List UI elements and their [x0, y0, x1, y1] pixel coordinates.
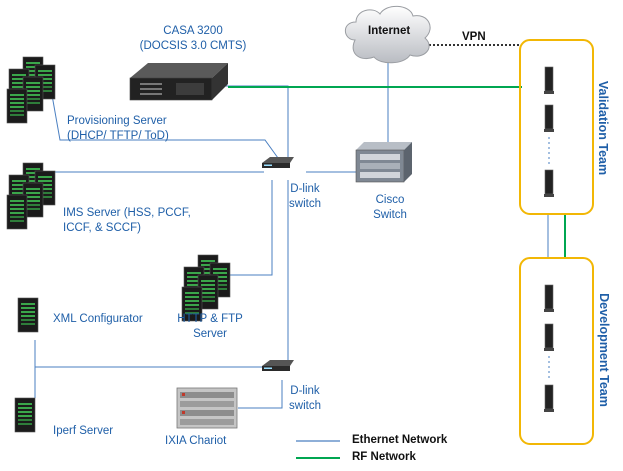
- provisioning-sublabel: (DHCP/ TFTP/ ToD): [67, 130, 169, 142]
- casa-name: CASA 3200: [163, 25, 223, 37]
- casa-label: CASA 3200 (DOCSIS 3.0 CMTS): [128, 24, 258, 54]
- validation-modem-icon: [543, 66, 555, 95]
- casa-sublabel: (DOCSIS 3.0 CMTS): [139, 40, 247, 52]
- http-ftp-sublabel: Server: [193, 328, 227, 340]
- internet-label: Internet: [368, 25, 411, 37]
- dlink-bottom-name: D-link: [290, 385, 320, 397]
- development-modem-icon: [543, 284, 555, 313]
- validation-team-label: Validation Team: [596, 80, 610, 176]
- xml-label: XML Configurator: [53, 313, 143, 325]
- provisioning-name: Provisioning Server: [67, 115, 167, 127]
- link-http-to-dlink: [230, 180, 273, 276]
- legend-rf-label: RF Network: [352, 451, 416, 463]
- link-provisioning-to-dlink: [51, 94, 279, 159]
- iperf-server-icon: [14, 397, 36, 433]
- link-xml-to-dlink-bottom: [34, 340, 264, 368]
- casa-cmts-icon: [129, 63, 228, 101]
- cisco-label: Cisco Switch: [362, 193, 418, 223]
- ims-label: IMS Server (HSS, PCCF, ICCF, & SCCF): [63, 206, 191, 236]
- development-modem-icon: [543, 384, 555, 413]
- dlink-top-name: D-link: [290, 183, 320, 195]
- cisco-sublabel: Switch: [373, 209, 407, 221]
- ims-server-icon: [7, 163, 55, 229]
- provisioning-label: Provisioning Server (DHCP/ TFTP/ ToD): [67, 114, 169, 144]
- dlink-switch-top-icon: [262, 157, 294, 168]
- ixia-label: IXIA Chariot: [165, 435, 227, 447]
- iperf-label: Iperf Server: [53, 425, 114, 437]
- validation-modem-icon: [543, 169, 555, 198]
- internet-cloud-icon: [344, 5, 431, 64]
- development-team-label: Development Team: [597, 293, 611, 407]
- dlink-bottom-label: D-link switch: [280, 384, 330, 414]
- http-ftp-label: HTTP & FTP Server: [170, 312, 250, 342]
- development-team-box: [519, 257, 594, 445]
- provisioning-server-icon: [7, 57, 55, 123]
- dlink-top-sublabel: switch: [289, 198, 321, 210]
- http-ftp-name: HTTP & FTP: [177, 313, 243, 325]
- validation-modem-icon: [543, 104, 555, 133]
- link-casa-to-dlink: [208, 85, 289, 158]
- dlink-top-label: D-link switch: [280, 182, 330, 212]
- dlink-switch-bottom-icon: [262, 360, 294, 371]
- development-modem-icon: [543, 323, 555, 352]
- cisco-switch-icon: [355, 142, 412, 183]
- cisco-name: Cisco: [375, 194, 405, 206]
- vpn-label: VPN: [462, 31, 486, 43]
- validation-team-box: [519, 39, 594, 215]
- link-ixia-to-dlink-bottom: [238, 380, 283, 409]
- dlink-bottom-sublabel: switch: [289, 400, 321, 412]
- ethernet-links: [34, 60, 389, 409]
- ims-sublabel: ICCF, & SCCF): [63, 222, 141, 234]
- legend-ethernet-label: Ethernet Network: [352, 434, 448, 446]
- rf-links: [228, 86, 566, 258]
- xml-configurator-icon: [17, 297, 39, 333]
- ims-name: IMS Server (HSS, PCCF,: [63, 207, 191, 219]
- ixia-chariot-icon: [176, 387, 238, 429]
